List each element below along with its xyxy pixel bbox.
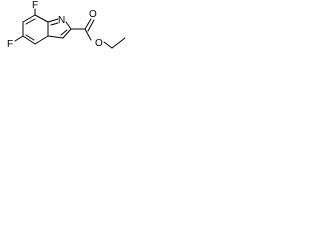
bond-carbonyl-o-double-1 [84,18,92,30]
atom-label-nitrogen: N [58,15,65,26]
atom-label-oxygen-ester: O [95,38,103,49]
bond-c7-c8 [22,14,36,23]
bond-n4-c5 [34,35,49,45]
bond-carbonyl-o-double-2 [87,19,95,32]
double-bond-c5-c6 [25,34,35,41]
bond-carbonyl-o-single [84,28,92,41]
bond-c3-n4 [47,35,64,39]
bond-c2-c3 [62,28,72,39]
bond-c8-c8a [34,14,49,23]
double-bond-c8a-n1 [50,22,59,26]
bond-n1-c2 [65,21,72,30]
double-bond-c2-c3 [60,29,68,36]
double-bond-c7-c8 [25,18,36,25]
bond-c8a-n1 [47,18,59,23]
atom-label-fluorine-top: F [32,0,38,11]
atom-label-fluorine-left: F [7,39,13,50]
bond-ch2-ch3 [111,37,126,49]
bond-c6-f [14,35,24,42]
atom-label-oxygen-carbonyl: O [89,9,97,20]
bond-o-ch2 [103,41,113,49]
chemical-structure-diagram: F F N O O [7,0,126,50]
bond-c5-c6 [22,35,36,45]
